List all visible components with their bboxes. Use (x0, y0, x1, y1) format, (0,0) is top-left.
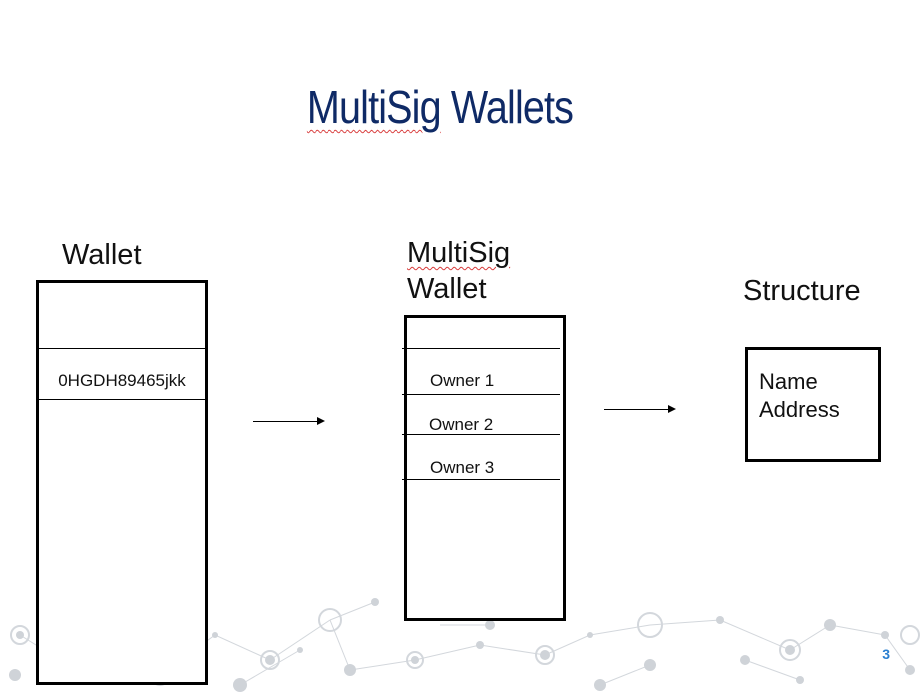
multisig-divider-1 (402, 348, 560, 349)
slide-title-multisig: MultiSig (306, 81, 442, 133)
wallet-box: 0HGDH89465jkk (36, 280, 208, 685)
arrow-wallet-to-multisig (253, 417, 325, 425)
structure-field-name: Name (759, 369, 818, 394)
slide-title-wallets: Wallets (440, 81, 574, 133)
structure-field-address: Address (759, 397, 840, 422)
owner-1-label: Owner 1 (430, 371, 495, 390)
owner-3-label: Owner 3 (430, 458, 495, 477)
arrow-multisig-to-structure (604, 405, 676, 413)
slide-title: MultiSig Wallets (62, 80, 819, 134)
owner-2-label: Owner 2 (429, 415, 494, 434)
wallet-address: 0HGDH89465jkk (58, 371, 186, 390)
page-number: 3 (882, 646, 890, 662)
multisig-heading-line1: MultiSig (407, 236, 510, 270)
multisig-divider-3 (402, 434, 560, 435)
multisig-heading-line2: Wallet (407, 273, 487, 305)
multisig-heading-word: MultiSig (407, 237, 511, 269)
structure-box: Name Address (745, 347, 881, 462)
wallet-heading: Wallet (62, 239, 142, 271)
wallet-divider-top (39, 348, 205, 349)
network-decoration-graphic (9, 598, 920, 692)
structure-heading: Structure (743, 275, 861, 307)
multisig-divider-4 (402, 479, 560, 480)
wallet-divider-bottom (39, 399, 205, 400)
multisig-divider-2 (402, 394, 560, 395)
multisig-wallet-box (404, 315, 566, 621)
